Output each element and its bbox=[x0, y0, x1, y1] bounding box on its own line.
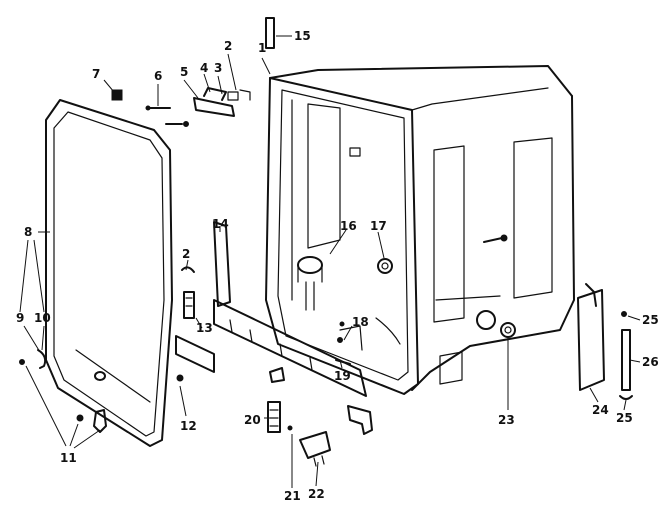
callout-20: 20 bbox=[244, 413, 261, 427]
callout-labels: 1 2 3 4 5 6 7 8 9 10 11 12 13 14 15 16 1… bbox=[16, 29, 659, 503]
callout-5: 5 bbox=[180, 65, 188, 79]
callout-12: 12 bbox=[180, 419, 197, 433]
callout-1: 1 bbox=[258, 41, 266, 55]
callout-15: 15 bbox=[294, 29, 311, 43]
callout-2-top: 2 bbox=[224, 39, 232, 53]
callout-3: 3 bbox=[214, 61, 222, 75]
door-liner-frame bbox=[45, 99, 173, 447]
callout-4: 4 bbox=[200, 61, 208, 75]
callout-14: 14 bbox=[212, 217, 229, 231]
callout-24: 24 bbox=[592, 403, 609, 417]
callout-8: 8 bbox=[24, 225, 32, 239]
callout-18: 18 bbox=[352, 315, 369, 329]
callout-10: 10 bbox=[34, 311, 51, 325]
callout-26: 26 bbox=[642, 355, 659, 369]
callout-19: 19 bbox=[334, 369, 351, 383]
callout-13: 13 bbox=[196, 321, 213, 335]
callout-25-bottom: 25 bbox=[616, 411, 633, 425]
callout-7: 7 bbox=[92, 67, 100, 81]
tub-cabinet bbox=[265, 65, 575, 395]
door-hinge-and-strips bbox=[175, 221, 633, 400]
callout-25-top: 25 bbox=[642, 313, 659, 327]
callout-21: 21 bbox=[284, 489, 301, 503]
callout-11: 11 bbox=[60, 451, 77, 465]
callout-17: 17 bbox=[370, 219, 387, 233]
callout-2-mid: 2 bbox=[182, 247, 190, 261]
callout-23: 23 bbox=[498, 413, 515, 427]
callout-16: 16 bbox=[340, 219, 357, 233]
callout-22: 22 bbox=[308, 487, 325, 501]
leader-lines bbox=[19, 35, 641, 488]
callout-6: 6 bbox=[154, 69, 162, 83]
callout-9: 9 bbox=[16, 311, 24, 325]
hardware-parts bbox=[19, 17, 516, 467]
